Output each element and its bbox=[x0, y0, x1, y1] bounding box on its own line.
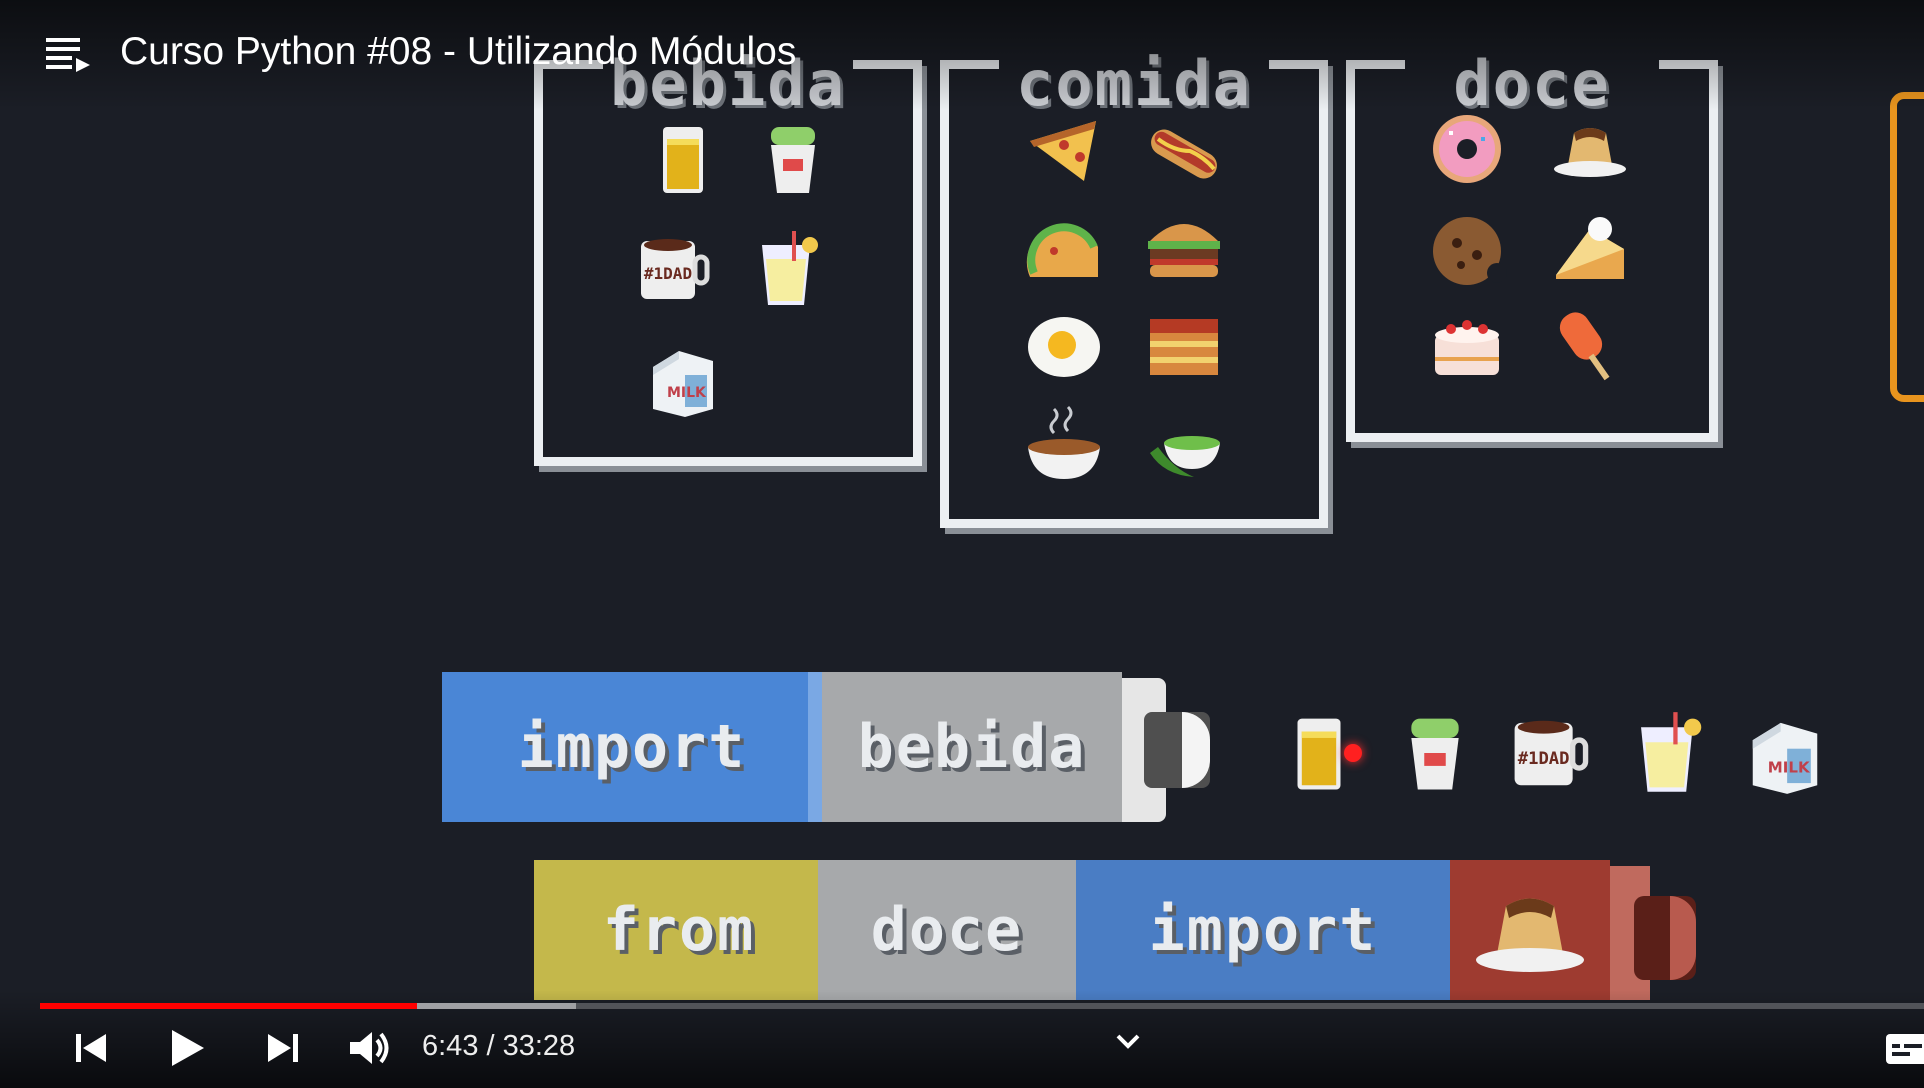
partial-frame bbox=[1890, 92, 1924, 402]
import-block: import bbox=[442, 672, 822, 822]
play-icon[interactable] bbox=[160, 1026, 212, 1070]
pie-slice-icon bbox=[1556, 217, 1624, 279]
import-keyword: import bbox=[517, 712, 747, 782]
import-block-2: import bbox=[1076, 860, 1450, 1000]
time-display: 6:43 / 33:28 bbox=[422, 1030, 576, 1062]
cake-icon bbox=[1435, 320, 1499, 375]
pizza-slice-icon bbox=[1030, 121, 1096, 181]
burger-icon bbox=[1148, 224, 1220, 277]
box-doce: doce bbox=[1346, 47, 1718, 442]
module-name-doce: doce bbox=[870, 895, 1024, 965]
svg-text:MILK: MILK bbox=[667, 385, 707, 401]
slushie-cup-icon bbox=[1411, 718, 1459, 790]
juice-glass-icon bbox=[663, 127, 703, 193]
lemonade-glass-icon bbox=[1641, 712, 1702, 792]
module-name-bebida: bebida bbox=[857, 712, 1087, 782]
volume-icon[interactable] bbox=[344, 1026, 396, 1070]
popsicle-icon bbox=[1559, 312, 1610, 381]
from-keyword: from bbox=[602, 895, 756, 965]
block-cap-end-rim bbox=[1182, 712, 1210, 788]
cursor-dot bbox=[1344, 744, 1362, 762]
video-title[interactable]: Curso Python #08 - Utilizando Módulos bbox=[120, 30, 797, 73]
previous-icon[interactable] bbox=[66, 1026, 118, 1070]
cookie-icon bbox=[1433, 217, 1507, 285]
slushie-cup-icon bbox=[771, 127, 815, 193]
milk-carton-icon: MILK bbox=[653, 351, 713, 417]
progress-played bbox=[40, 1003, 417, 1009]
taco-icon bbox=[1026, 223, 1098, 277]
lasagna-icon bbox=[1150, 319, 1218, 375]
pudding-icon bbox=[1476, 898, 1584, 972]
juice-glass-icon bbox=[1297, 718, 1341, 790]
coffee-mug-icon: #1DAD bbox=[1514, 720, 1589, 786]
item-block-pudding bbox=[1450, 860, 1610, 1000]
module-block-doce: doce bbox=[818, 860, 1076, 1000]
hotdog-icon bbox=[1151, 129, 1217, 179]
soup-bowl-icon bbox=[1028, 405, 1100, 479]
box-bebida: bebida #1DAD MILK bbox=[534, 47, 922, 466]
title-bar: Curso Python #08 - Utilizando Módulos bbox=[0, 0, 1924, 110]
playlist-icon[interactable] bbox=[44, 34, 92, 74]
block-cap-end-2-rim bbox=[1670, 896, 1696, 980]
module-block-bebida: bebida bbox=[822, 672, 1122, 822]
import-keyword-2: import bbox=[1148, 895, 1378, 965]
coffee-mug-icon: #1DAD bbox=[641, 239, 710, 299]
captions-icon[interactable] bbox=[1884, 1030, 1924, 1066]
pea-bowl-icon bbox=[1150, 436, 1220, 477]
lemonade-glass-icon bbox=[762, 231, 818, 305]
milk-carton-icon: MILK bbox=[1752, 722, 1818, 794]
donut-icon bbox=[1433, 115, 1501, 183]
box-comida: comida bbox=[940, 47, 1328, 528]
progress-bar[interactable] bbox=[40, 1003, 1924, 1009]
svg-text:MILK: MILK bbox=[1768, 758, 1811, 776]
svg-text:#1DAD: #1DAD bbox=[644, 264, 692, 283]
chevron-down-icon[interactable] bbox=[1106, 1022, 1150, 1058]
from-block: from bbox=[534, 860, 824, 1000]
fried-egg-icon bbox=[1028, 317, 1100, 377]
pudding-icon bbox=[1554, 128, 1626, 177]
next-icon[interactable] bbox=[256, 1026, 308, 1070]
svg-text:#1DAD: #1DAD bbox=[1518, 749, 1570, 769]
